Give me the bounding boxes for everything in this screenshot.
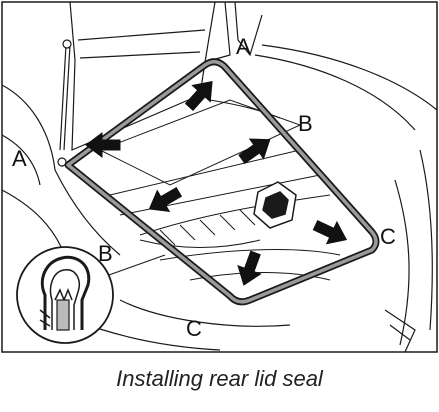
arrow-left — [85, 132, 121, 158]
lid-strut — [57, 39, 72, 167]
seal-cross-section-inset — [16, 246, 166, 344]
arrow-lower-left — [148, 186, 183, 213]
figure-caption: Installing rear lid seal — [116, 366, 323, 391]
arrow-down — [237, 250, 262, 286]
arrow-up-right — [184, 81, 213, 111]
callout-c-right: C — [380, 224, 396, 249]
callout-a-left: A — [12, 146, 27, 171]
arrow-upper-right — [238, 138, 271, 164]
rear-lid-seal-inner — [66, 60, 378, 304]
callout-b-left: B — [98, 241, 113, 266]
lid-latch — [253, 181, 297, 229]
trunk-interior — [98, 99, 341, 281]
callout-c-bottom: C — [186, 316, 202, 341]
callout-a-top: A — [236, 34, 251, 59]
arrow-down-right — [312, 220, 348, 245]
press-arrows — [85, 81, 348, 286]
callout-b-right: B — [298, 111, 313, 136]
